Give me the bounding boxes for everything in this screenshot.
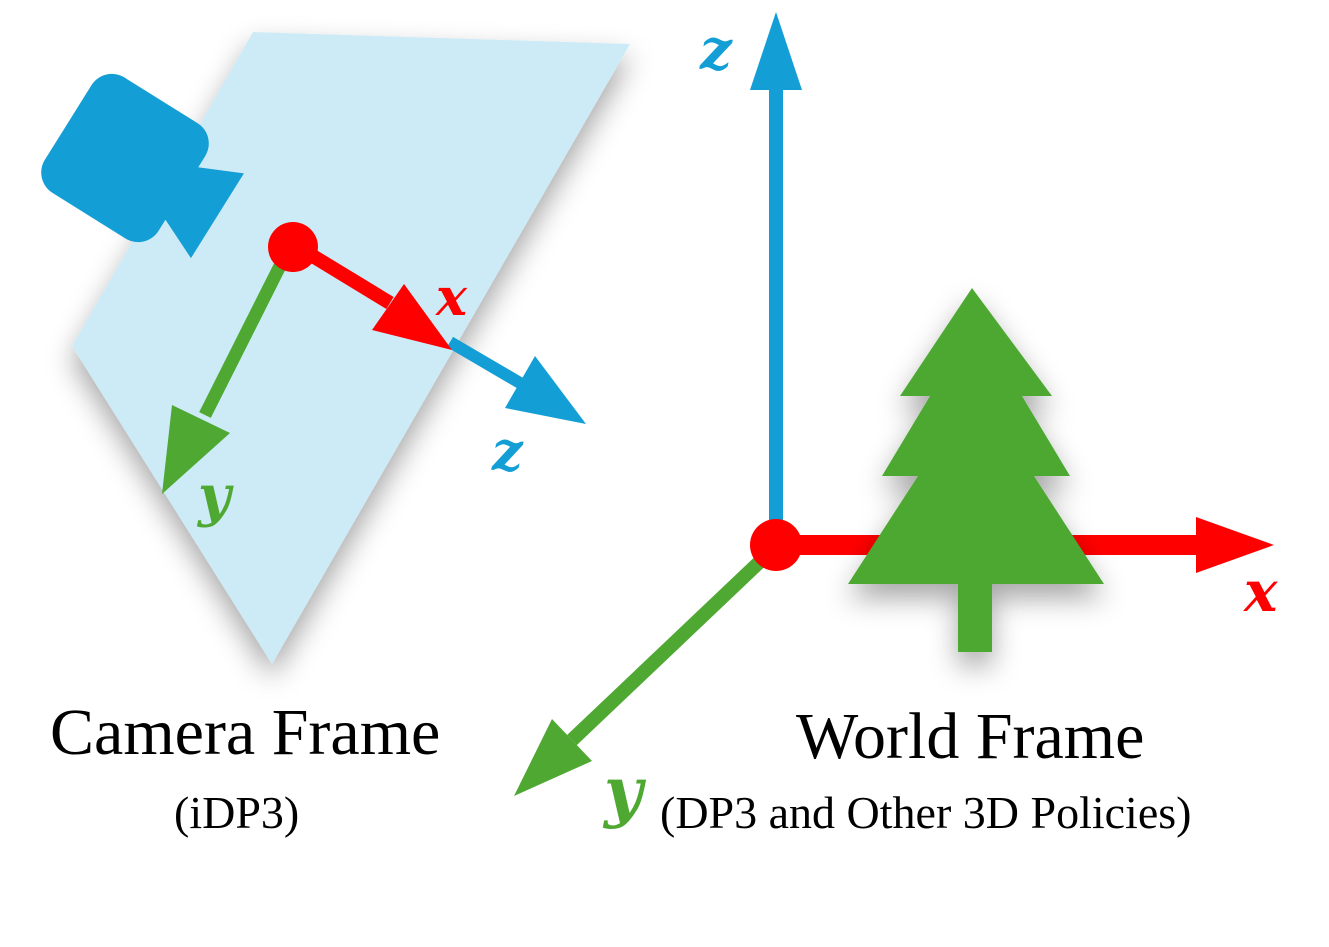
world-x-label: x [1244,559,1278,625]
camera-x-label: x [436,267,468,328]
camera-y-label: y [198,463,231,529]
camera-icon [41,73,244,259]
world-y-axis [567,546,775,746]
camera-x-arrowhead [372,284,452,350]
world-z-arrowhead [750,12,802,90]
world-origin [750,519,802,571]
world-x-arrowhead [1196,517,1274,573]
world-z-label: z [700,17,732,83]
world-frame-title: World Frame [796,700,1145,773]
camera-origin [268,222,318,272]
camera-z-axis [446,336,524,389]
camera-frame-subtitle: (iDP3) [174,787,300,838]
tree-icon [848,288,1104,652]
world-frame-group [514,12,1274,796]
camera-z-arrowhead [505,356,586,424]
camera-z-label: z [492,419,523,483]
camera-y-arrowhead [162,405,230,494]
world-frame-subtitle: (DP3 and Other 3D Policies) [660,787,1192,838]
camera-y-axis [199,255,290,418]
world-y-arrowhead [514,719,592,796]
camera-frame-group [41,32,630,664]
world-y-label: y [604,752,643,830]
camera-frame-title: Camera Frame [50,696,441,769]
